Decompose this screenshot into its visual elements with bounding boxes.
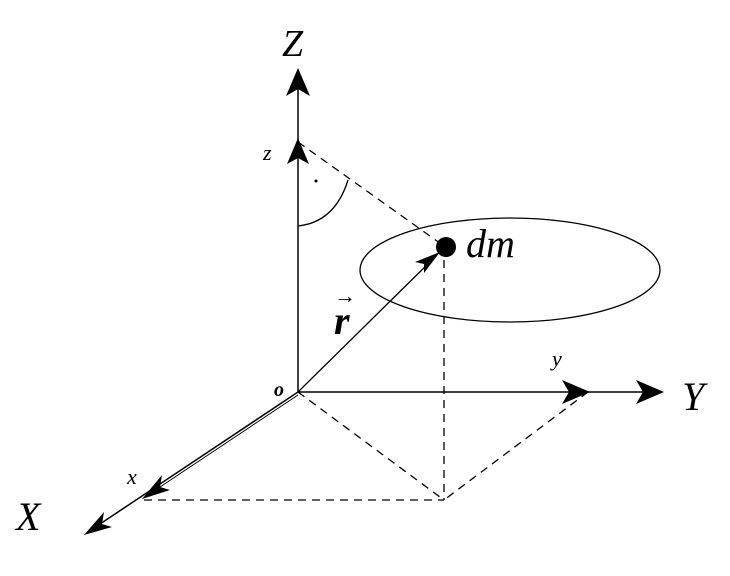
position-vector-arrow-symbol: → xyxy=(334,283,356,308)
z-axis-arrowhead xyxy=(286,68,310,96)
mass-element-label: dm xyxy=(466,221,515,266)
y-component-arrowhead xyxy=(562,380,590,404)
position-vector-label: r xyxy=(334,298,350,343)
x-component-arrowhead xyxy=(142,475,170,499)
x-axis-line-double xyxy=(147,394,299,496)
z-axis-label: Z xyxy=(282,23,304,65)
y-axis-label: Y xyxy=(682,374,708,419)
x-axis-line xyxy=(87,391,299,533)
angle-dot xyxy=(314,179,318,183)
x-component-label: x xyxy=(126,464,137,489)
x-axis-label: X xyxy=(14,494,42,539)
angle-arc xyxy=(297,179,349,227)
position-vector-arrowhead xyxy=(415,252,440,273)
y-component-label: y xyxy=(550,346,562,371)
mass-body-ellipse xyxy=(359,217,661,323)
projection-z-to-point xyxy=(297,141,445,247)
z-component-arrowhead xyxy=(287,138,309,164)
x-axis-arrowhead xyxy=(84,512,112,535)
origin-label: o xyxy=(274,379,284,401)
mass-point xyxy=(436,237,456,257)
position-vector-line xyxy=(297,255,437,393)
z-component-label: z xyxy=(262,140,272,165)
projection-origin-to-foot xyxy=(297,391,445,501)
y-axis-arrowhead xyxy=(636,380,664,404)
projection-y-to-foot xyxy=(443,391,589,501)
